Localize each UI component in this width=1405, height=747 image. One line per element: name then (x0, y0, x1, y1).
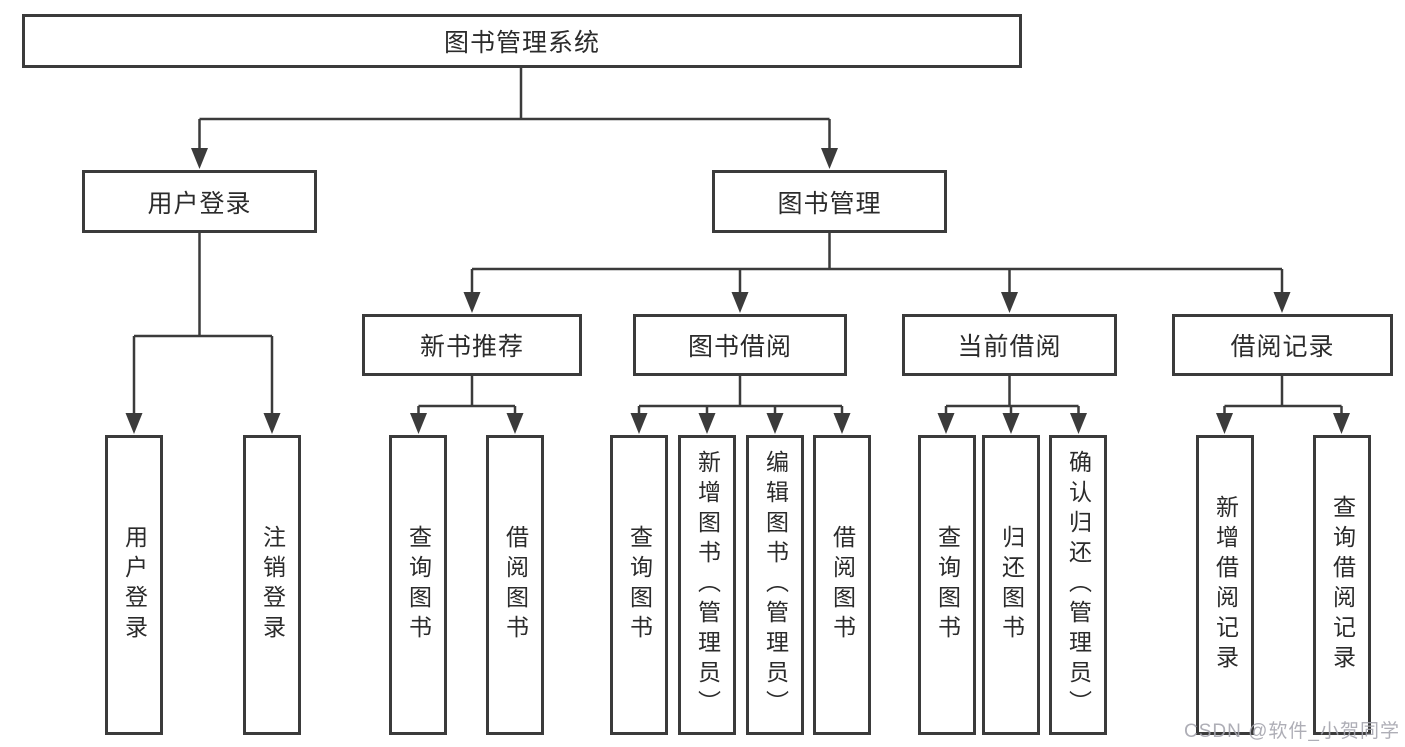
node-query-books-current: 查询图书 (918, 435, 976, 735)
connector-borrow-records-to-leaves (1223, 376, 1343, 417)
arrowhead-icon (263, 413, 281, 434)
arrowhead-icon (937, 413, 955, 434)
connector-root-to-level1 (198, 68, 831, 151)
watermark-text: CSDN @软件_小贺同学 (1184, 721, 1400, 742)
arrowhead-icon (506, 413, 524, 434)
arrowhead-icon (1001, 292, 1018, 313)
node-confirm-return-admin: 确认归还（管理员） (1049, 435, 1107, 735)
node-edit-book-admin: 编辑图书（管理员） (746, 435, 804, 735)
node-query-borrow-record: 查询借阅记录 (1313, 435, 1371, 735)
connector-user-login-to-leaves (132, 233, 274, 417)
node-add-borrow-record: 新增借阅记录 (1196, 435, 1254, 735)
connector-current-borrow-to-leaves (944, 376, 1080, 417)
arrowhead-icon (766, 413, 784, 434)
node-user-login: 用户登录 (82, 170, 317, 233)
arrowhead-icon (125, 413, 143, 434)
arrowhead-icon (1273, 292, 1291, 313)
node-query-books-borrow: 查询图书 (610, 435, 668, 735)
node-add-book-admin: 新增图书（管理员） (678, 435, 736, 735)
node-return-books: 归还图书 (982, 435, 1040, 735)
node-root: 图书管理系统 (22, 14, 1022, 68)
arrowhead-icon (410, 413, 427, 434)
connector-new-book-to-leaves (417, 376, 517, 417)
arrowhead-icon (1002, 413, 1020, 434)
node-book-management: 图书管理 (712, 170, 947, 233)
arrowhead-icon (1333, 413, 1350, 434)
arrowhead-icon (1216, 413, 1233, 434)
node-current-borrow: 当前借阅 (902, 314, 1117, 376)
arrowhead-icon (698, 413, 716, 434)
node-book-borrow: 图书借阅 (633, 314, 847, 376)
arrowhead-icon (191, 148, 208, 169)
arrowhead-icon (463, 292, 481, 313)
node-new-book-recommend: 新书推荐 (362, 314, 582, 376)
node-borrow-books-recommend: 借阅图书 (486, 435, 544, 735)
node-borrow-books: 借阅图书 (813, 435, 871, 735)
arrowhead-icon (731, 292, 749, 313)
node-query-books-recommend: 查询图书 (389, 435, 447, 735)
arrowhead-icon (1070, 413, 1087, 434)
arrowhead-icon (821, 148, 838, 169)
arrowhead-icon (833, 413, 851, 434)
connector-book-borrow-to-leaves (637, 376, 844, 417)
arrowheads (125, 148, 1350, 434)
node-logout-login: 注销登录 (243, 435, 301, 735)
node-user-login-leaf: 用户登录 (105, 435, 163, 735)
connector-book-management-to-level2 (470, 233, 1284, 296)
arrowhead-icon (630, 413, 648, 434)
node-borrow-records: 借阅记录 (1172, 314, 1393, 376)
